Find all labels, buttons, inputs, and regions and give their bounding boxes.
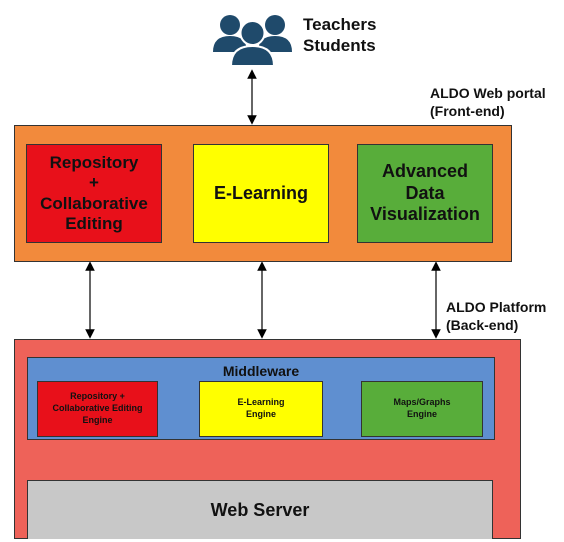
engine-repository-line1: Repository + bbox=[70, 391, 125, 402]
module-visualization: Advanced Data Visualization bbox=[357, 144, 493, 243]
engine-maps-graphs-line2: Engine bbox=[406, 409, 437, 419]
users-label: Teachers Students bbox=[303, 14, 376, 57]
users-label-line2: Students bbox=[303, 36, 376, 56]
module-repository-line3: Collaborative bbox=[40, 193, 148, 213]
engine-maps-graphs: Maps/Graphs Engine bbox=[361, 381, 483, 437]
engine-repository-line3: Engine bbox=[82, 414, 113, 425]
module-repository: Repository + Collaborative Editing bbox=[26, 144, 162, 243]
frontend-label-line1: ALDO Web portal bbox=[430, 85, 546, 101]
module-visualization-line3: Visualization bbox=[370, 204, 480, 225]
engine-maps-graphs-line1: Maps/Graphs bbox=[393, 397, 451, 408]
middleware-title: Middleware bbox=[222, 363, 300, 379]
module-elearning-label: E-Learning bbox=[213, 183, 308, 203]
frontend-label-line2: (Front-end) bbox=[430, 103, 505, 120]
engine-repository: Repository + Collaborative Editing Engin… bbox=[37, 381, 158, 437]
users-label-line1: Teachers bbox=[303, 15, 377, 34]
frontend-label: ALDO Web portal (Front-end) bbox=[430, 84, 546, 120]
module-repository-line4: Editing bbox=[65, 213, 123, 233]
module-repository-line1: Repository bbox=[49, 152, 139, 172]
engine-repository-line2: Collaborative Editing bbox=[52, 403, 143, 414]
module-elearning: E-Learning bbox=[193, 144, 329, 243]
web-server-label: Web Server bbox=[210, 499, 310, 520]
engine-elearning-line1: E-Learning bbox=[237, 397, 285, 408]
backend-label-line2: (Back-end) bbox=[446, 317, 519, 334]
users-icon bbox=[213, 15, 292, 66]
engine-elearning: E-Learning Engine bbox=[199, 381, 323, 437]
backend-label: ALDO Platform (Back-end) bbox=[446, 298, 546, 334]
module-visualization-line1: Advanced bbox=[381, 161, 468, 182]
backend-label-line1: ALDO Platform bbox=[446, 299, 547, 315]
engine-elearning-line2: Engine bbox=[245, 409, 276, 419]
module-visualization-line2: Data bbox=[405, 182, 445, 203]
web-server: Web Server bbox=[27, 480, 493, 539]
module-repository-line2: + bbox=[89, 173, 99, 193]
